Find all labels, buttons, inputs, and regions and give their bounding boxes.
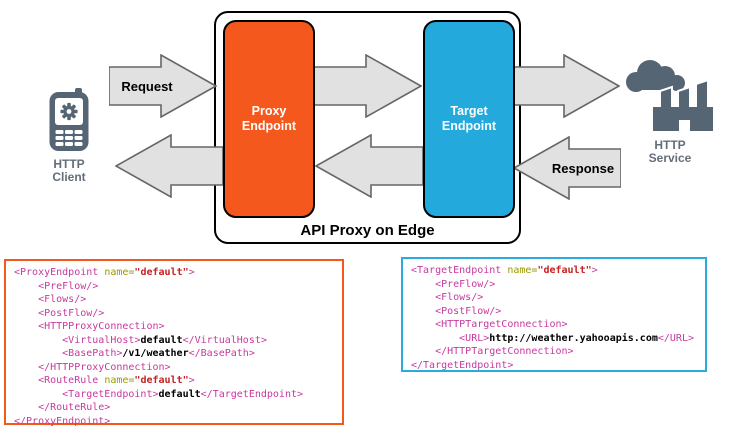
factory-cloud-icon — [626, 60, 715, 133]
target-to-proxy-arrow — [315, 134, 423, 198]
target-endpoint-code: <TargetEndpoint name="default"> <PreFlow… — [401, 257, 707, 372]
target-endpoint-box: Target Endpoint — [423, 20, 515, 218]
target-to-service-arrow — [512, 54, 620, 118]
mobile-phone-icon — [49, 88, 89, 151]
proxy-endpoint-box: Proxy Endpoint — [223, 20, 315, 218]
request-label: Request — [121, 79, 173, 94]
proxy-to-client-arrow — [115, 134, 223, 198]
http-service-label: HTTP Service — [648, 138, 692, 165]
proxy-to-target-arrow — [314, 54, 422, 118]
response-label: Response — [551, 161, 615, 176]
proxy-endpoint-label: Proxy Endpoint — [241, 104, 297, 133]
http-client-label: HTTP Client — [52, 157, 86, 184]
target-endpoint-label: Target Endpoint — [441, 104, 497, 133]
request-arrow — [109, 54, 217, 118]
proxy-endpoint-code: <ProxyEndpoint name="default"> <PreFlow/… — [4, 259, 344, 427]
response-arrow — [513, 136, 621, 200]
container-title: API Proxy on Edge — [300, 222, 435, 239]
